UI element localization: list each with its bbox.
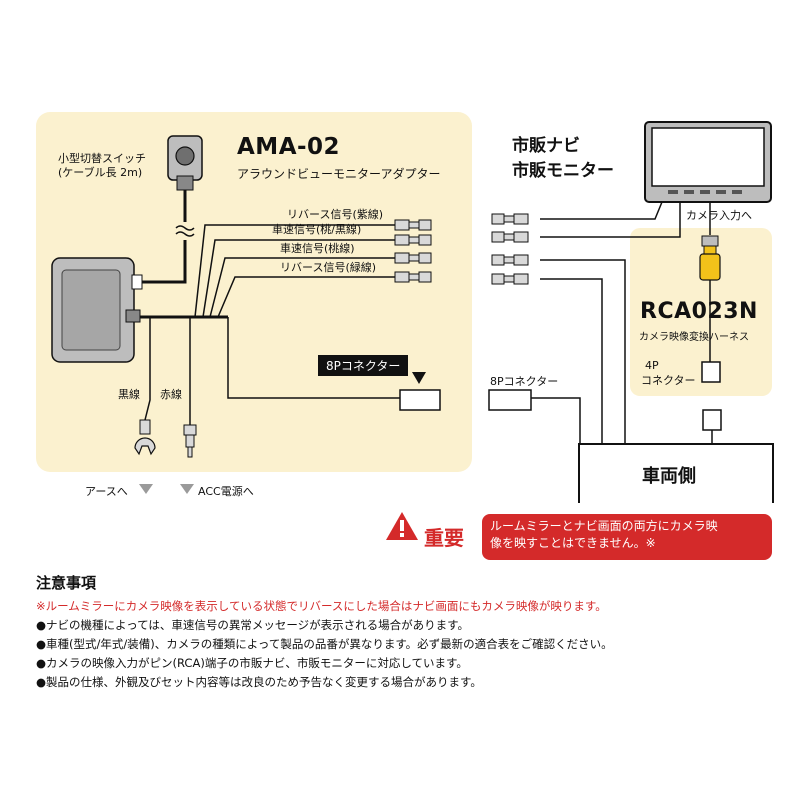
adapter-box (51, 257, 143, 363)
switch-device (167, 135, 203, 191)
earth-terminal (134, 419, 156, 456)
monitor-device (644, 121, 772, 203)
monitor-label-2: 市販モニター (512, 161, 614, 181)
wire-label-2: 車速信号(桃/黒線) (272, 223, 362, 236)
vehicle-8p-connector-label: 8Pコネクター (490, 375, 559, 388)
switch-label-2: (ケーブル長 2m) (58, 166, 143, 179)
vehicle-box (578, 443, 774, 503)
switch-label-1: 小型切替スイッチ (58, 152, 146, 165)
monitor-label-1: 市販ナビ (512, 136, 580, 156)
vehicle-label: 車両側 (642, 466, 696, 487)
note-line: ●製品の仕様、外観及びセット内容等は改良のため予告なく変更する場合があります。 (36, 675, 482, 689)
adapter-8p-connector-label: 8Pコネクター (318, 355, 409, 376)
acc-arrow-icon (180, 484, 194, 494)
to-acc-label: ACC電源へ (198, 485, 254, 498)
important-label: 重要 (424, 526, 464, 550)
adapter-subtitle: アラウンドビューモニターアダプター (237, 167, 441, 181)
warning-icon (386, 512, 418, 540)
wire-label-3: 車速信号(桃線) (280, 242, 355, 255)
acc-terminal (183, 424, 197, 458)
important-message-line-1: ルームミラーとナビ画面の両方にカメラ映 (490, 519, 718, 533)
important-message-box: ルームミラーとナビ画面の両方にカメラ映 像を映すことはできません。※ (482, 514, 772, 560)
note-line: ●カメラの映像入力がピン(RCA)端子の市販ナビ、市販モニターに対応しています。 (36, 656, 468, 670)
wire-label-4: リバース信号(緑線) (280, 261, 377, 274)
adapter-title: AMA-02 (237, 134, 341, 160)
note-line: ●ナビの機種によっては、車速信号の異常メッセージが表示される場合があります。 (36, 618, 469, 632)
harness-subtitle: カメラ映像変換ハーネス (639, 332, 749, 343)
camera-input-label: カメラ入力へ (686, 209, 752, 222)
harness-title: RCA023N (640, 299, 758, 324)
earth-arrow-icon (139, 484, 153, 494)
to-earth-label: アースへ (85, 485, 128, 498)
note-line: ●車種(型式/年式/装備)、カメラの種類によって製品の品番が異なります。必ず最新… (36, 637, 613, 651)
notes-title: 注意事項 (36, 574, 97, 592)
black-wire-label: 黒線 (118, 388, 140, 401)
important-message-line-2: 像を映すことはできません。※ (490, 536, 656, 550)
wire-label-1: リバース信号(紫線) (287, 208, 384, 221)
harness-connector-label-2: コネクター (641, 374, 696, 387)
notes-section: 注意事項 ※ルームミラーにカメラ映像を表示している状態でリバースにした場合はナビ… (36, 572, 776, 692)
harness-connector-label-1: 4P (645, 359, 659, 372)
red-wire-label: 赤線 (160, 388, 182, 401)
note-line: ※ルームミラーにカメラ映像を表示している状態でリバースにした場合はナビ画面にもカ… (36, 599, 607, 613)
rca-plug (699, 235, 721, 281)
